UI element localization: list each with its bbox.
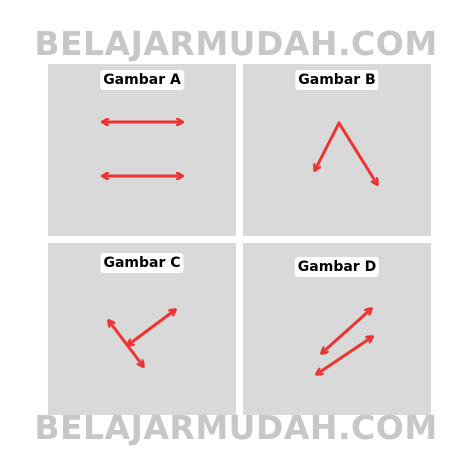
panel-gambar-d: Gambar D [243, 243, 431, 415]
watermark-bottom: BELAJARMUDAH.COM [34, 408, 438, 447]
panel-label-a: Gambar A [100, 70, 184, 90]
arrow-line-2 [337, 121, 377, 184]
arrow-line-1 [315, 121, 341, 170]
panel-gambar-a: Gambar A [48, 64, 236, 236]
panel-label-b: Gambar B [295, 70, 379, 90]
arrow-line-1 [128, 310, 175, 345]
v-shaped-arrows-icon [243, 121, 431, 236]
panel-label-c: Gambar C [100, 253, 184, 273]
arrow-line-2 [317, 337, 372, 374]
parallel-diagonal-arrows-icon [243, 243, 431, 415]
arrow-line-1 [322, 309, 371, 353]
crossing-arrows-icon [48, 243, 236, 415]
arrow-line-2 [109, 321, 143, 366]
parallel-horizontal-arrows-icon [48, 64, 236, 236]
panel-gambar-c: Gambar C [48, 243, 236, 415]
panel-label-d: Gambar D [294, 257, 380, 277]
watermark-top: BELAJARMUDAH.COM [34, 24, 438, 63]
panel-gambar-b: Gambar B [243, 64, 431, 236]
